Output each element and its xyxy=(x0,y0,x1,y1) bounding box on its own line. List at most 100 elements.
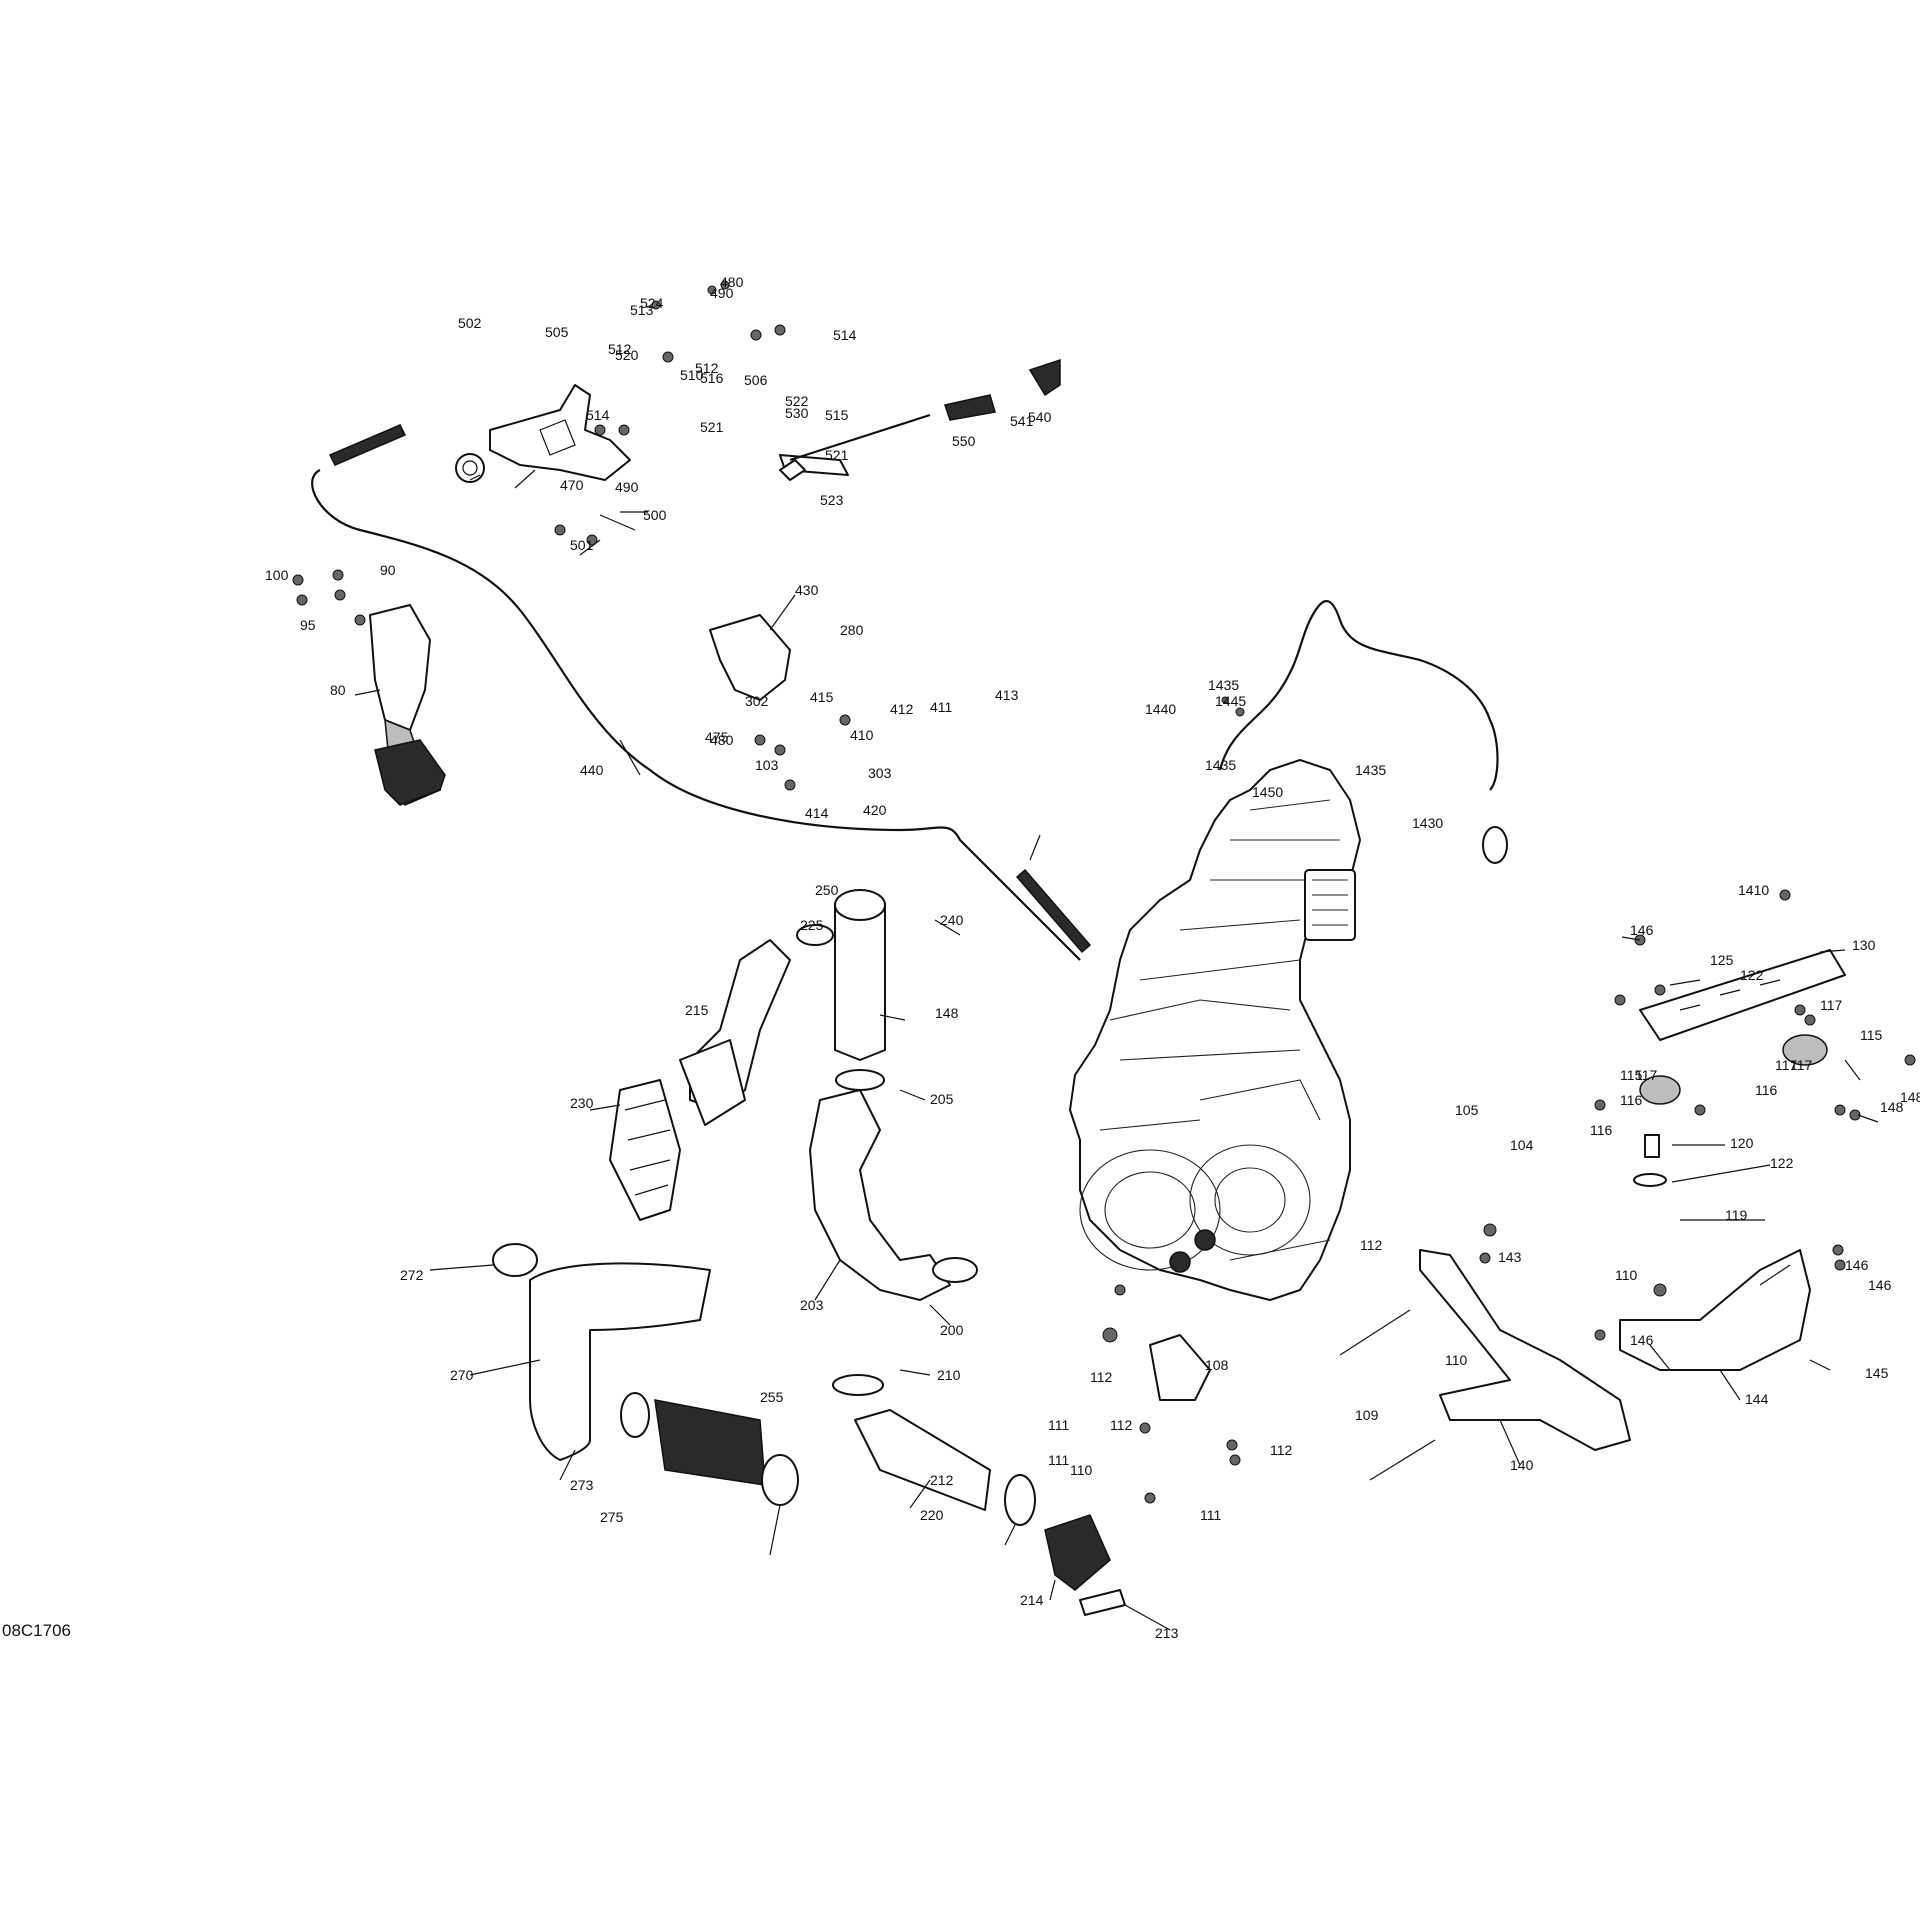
accelerator-pedal xyxy=(369,604,446,806)
callout-530: 530 xyxy=(785,405,809,421)
callout-117: 117 xyxy=(1790,1057,1813,1073)
callout-112: 112 xyxy=(1360,1237,1383,1253)
callout-1445: 1445 xyxy=(1215,693,1246,709)
callout-112: 112 xyxy=(1090,1369,1113,1385)
callout-213: 213 xyxy=(1155,1625,1179,1641)
callout-145: 145 xyxy=(1865,1365,1889,1381)
seal-273 xyxy=(492,1243,538,1277)
callout-470: 470 xyxy=(560,477,584,493)
callout-146: 146 xyxy=(1868,1277,1892,1293)
air-intake-assembly xyxy=(492,889,1126,1616)
clamp-210 xyxy=(835,1069,885,1091)
mount-115-right xyxy=(1782,1034,1828,1066)
mount-bracket-108 xyxy=(1149,1334,1211,1401)
callout-522: 522 xyxy=(785,393,809,409)
bushing-105-a xyxy=(1169,1251,1191,1273)
callout-104: 104 xyxy=(1510,1137,1534,1153)
air-duct-272 xyxy=(529,1262,711,1461)
clamp-275 xyxy=(761,1454,799,1506)
support-bracket-440 xyxy=(709,614,791,701)
callout-411: 411 xyxy=(930,699,953,715)
clamp-280 xyxy=(620,1392,650,1438)
callout-480: 480 xyxy=(710,732,734,748)
callout-122: 122 xyxy=(1770,1155,1794,1171)
callout-119: 119 xyxy=(1725,1207,1748,1223)
callout-516: 516 xyxy=(700,370,724,386)
callout-414: 414 xyxy=(805,805,829,821)
callout-103: 103 xyxy=(755,757,779,773)
callout-1450: 1450 xyxy=(1252,784,1283,800)
cable-spring-lower xyxy=(1015,868,1092,954)
hardware-fasteners xyxy=(292,280,1916,1504)
callout-1435: 1435 xyxy=(1205,757,1236,773)
callout-505: 505 xyxy=(545,324,569,340)
callout-108: 108 xyxy=(1205,1357,1229,1373)
callout-410: 410 xyxy=(850,727,874,743)
callout-250: 250 xyxy=(815,882,839,898)
shift-lever-assembly xyxy=(779,358,1061,481)
throttle-bracket xyxy=(455,384,631,483)
callout-255: 255 xyxy=(760,1389,784,1405)
callout-117: 117 xyxy=(1775,1057,1798,1073)
callout-512: 512 xyxy=(695,360,719,376)
callout-146: 146 xyxy=(1845,1257,1869,1273)
boot-215 xyxy=(1044,1514,1111,1591)
callout-140: 140 xyxy=(1510,1457,1534,1473)
callout-125: 125 xyxy=(1710,952,1734,968)
callout-273: 273 xyxy=(570,1477,594,1493)
callout-116: 116 xyxy=(1590,1122,1613,1138)
callout-115: 115 xyxy=(1620,1067,1643,1083)
callout-111: 111 xyxy=(1200,1507,1221,1523)
callout-203: 203 xyxy=(800,1297,824,1313)
clamp-230 xyxy=(796,924,834,946)
callout-506: 506 xyxy=(744,372,768,388)
callout-475: 475 xyxy=(705,729,729,745)
callout-109: 109 xyxy=(1355,1407,1379,1423)
callout-500: 500 xyxy=(643,507,667,523)
callout-1440: 1440 xyxy=(1145,701,1176,717)
diagram-code: 08C1706 xyxy=(2,1621,71,1640)
callout-413: 413 xyxy=(995,687,1019,703)
callout-labels: 8090951001031041051081091101101101111111… xyxy=(265,274,1920,1641)
callout-112: 112 xyxy=(1110,1417,1133,1433)
callout-100: 100 xyxy=(265,567,289,583)
callout-215: 215 xyxy=(685,1002,709,1018)
callout-116: 116 xyxy=(1755,1082,1778,1098)
callout-80: 80 xyxy=(330,682,346,698)
callout-550: 550 xyxy=(952,433,976,449)
callout-148: 148 xyxy=(1900,1089,1920,1105)
intake-hose-225 xyxy=(854,1409,991,1511)
leader-lines xyxy=(354,469,1879,1631)
callout-105: 105 xyxy=(1455,1102,1479,1118)
callout-1430: 1430 xyxy=(1412,815,1443,831)
callout-480: 480 xyxy=(720,274,744,290)
knob-cap-540 xyxy=(1028,358,1061,397)
callout-430: 430 xyxy=(795,582,819,598)
callout-146: 146 xyxy=(1630,922,1654,938)
clamp-213 xyxy=(1004,1474,1036,1526)
resonator-270 xyxy=(654,1399,766,1486)
callout-90: 90 xyxy=(380,562,396,578)
callout-514: 514 xyxy=(586,407,610,423)
callout-513: 513 xyxy=(630,302,654,318)
callout-275: 275 xyxy=(600,1509,624,1525)
callout-303: 303 xyxy=(868,765,892,781)
callout-200: 200 xyxy=(940,1322,964,1338)
callout-514: 514 xyxy=(833,327,857,343)
callout-116: 116 xyxy=(1620,1092,1643,1108)
callout-412: 412 xyxy=(890,701,914,717)
engine-support-145 xyxy=(1619,1249,1811,1371)
callout-148: 148 xyxy=(1880,1099,1904,1115)
callout-230: 230 xyxy=(570,1095,594,1111)
mount-115-left xyxy=(1639,1075,1681,1105)
cable-spring-upper xyxy=(328,424,407,466)
sensor-connector xyxy=(1482,826,1508,864)
clamp-212 xyxy=(832,1374,884,1396)
spacer-120 xyxy=(1644,1134,1660,1158)
callout-210: 210 xyxy=(937,1367,961,1383)
throttle-cable xyxy=(311,469,1081,961)
callout-521: 521 xyxy=(825,447,849,463)
callout-110: 110 xyxy=(1070,1462,1093,1478)
